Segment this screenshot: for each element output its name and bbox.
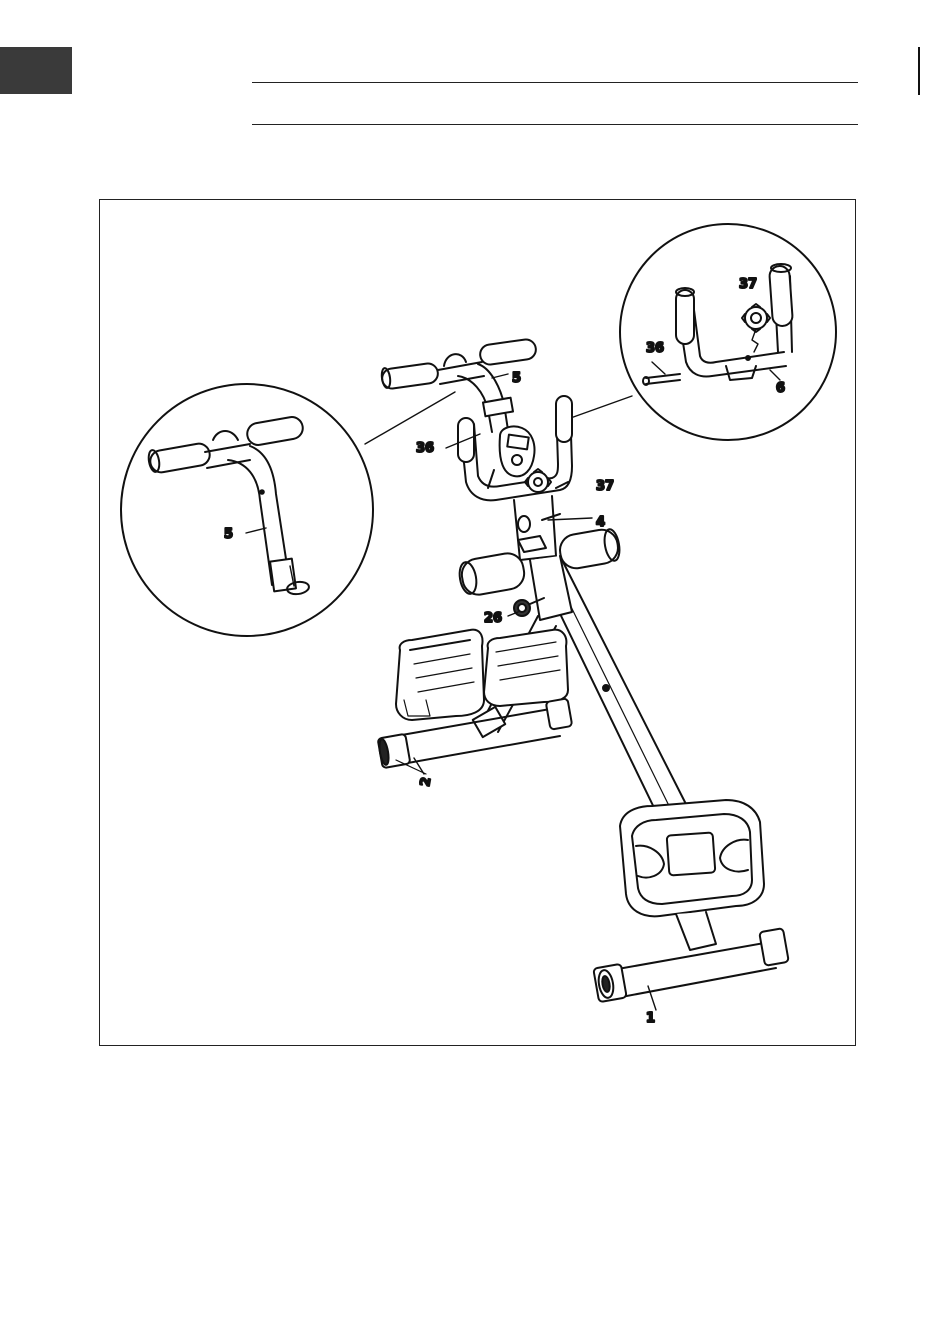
upright-tube xyxy=(514,496,560,560)
callout-6-detail: 6 xyxy=(776,381,785,396)
grip-left-detail xyxy=(147,442,211,474)
callout-5-detail: 5 xyxy=(224,527,233,542)
callout-36: 36 xyxy=(416,441,434,456)
callout-1: 1 xyxy=(646,1011,655,1026)
callout-2: 2 xyxy=(418,776,434,788)
pedal-right xyxy=(484,630,568,706)
callout-5: 5 xyxy=(512,371,521,386)
bike-assembly xyxy=(378,338,789,1010)
callout-36-detail: 36 xyxy=(646,341,664,356)
callout-37: 37 xyxy=(596,479,614,494)
detail-circle-handlebar xyxy=(121,384,455,636)
callout-4: 4 xyxy=(596,515,605,530)
knob-icon xyxy=(742,304,770,352)
detail-circle-front-bar xyxy=(565,224,836,440)
grip-right-detail xyxy=(246,415,305,446)
pedal-left xyxy=(396,630,484,720)
callout-37-detail: 37 xyxy=(739,277,757,292)
seat xyxy=(620,800,764,916)
callout-26: 26 xyxy=(484,611,502,626)
